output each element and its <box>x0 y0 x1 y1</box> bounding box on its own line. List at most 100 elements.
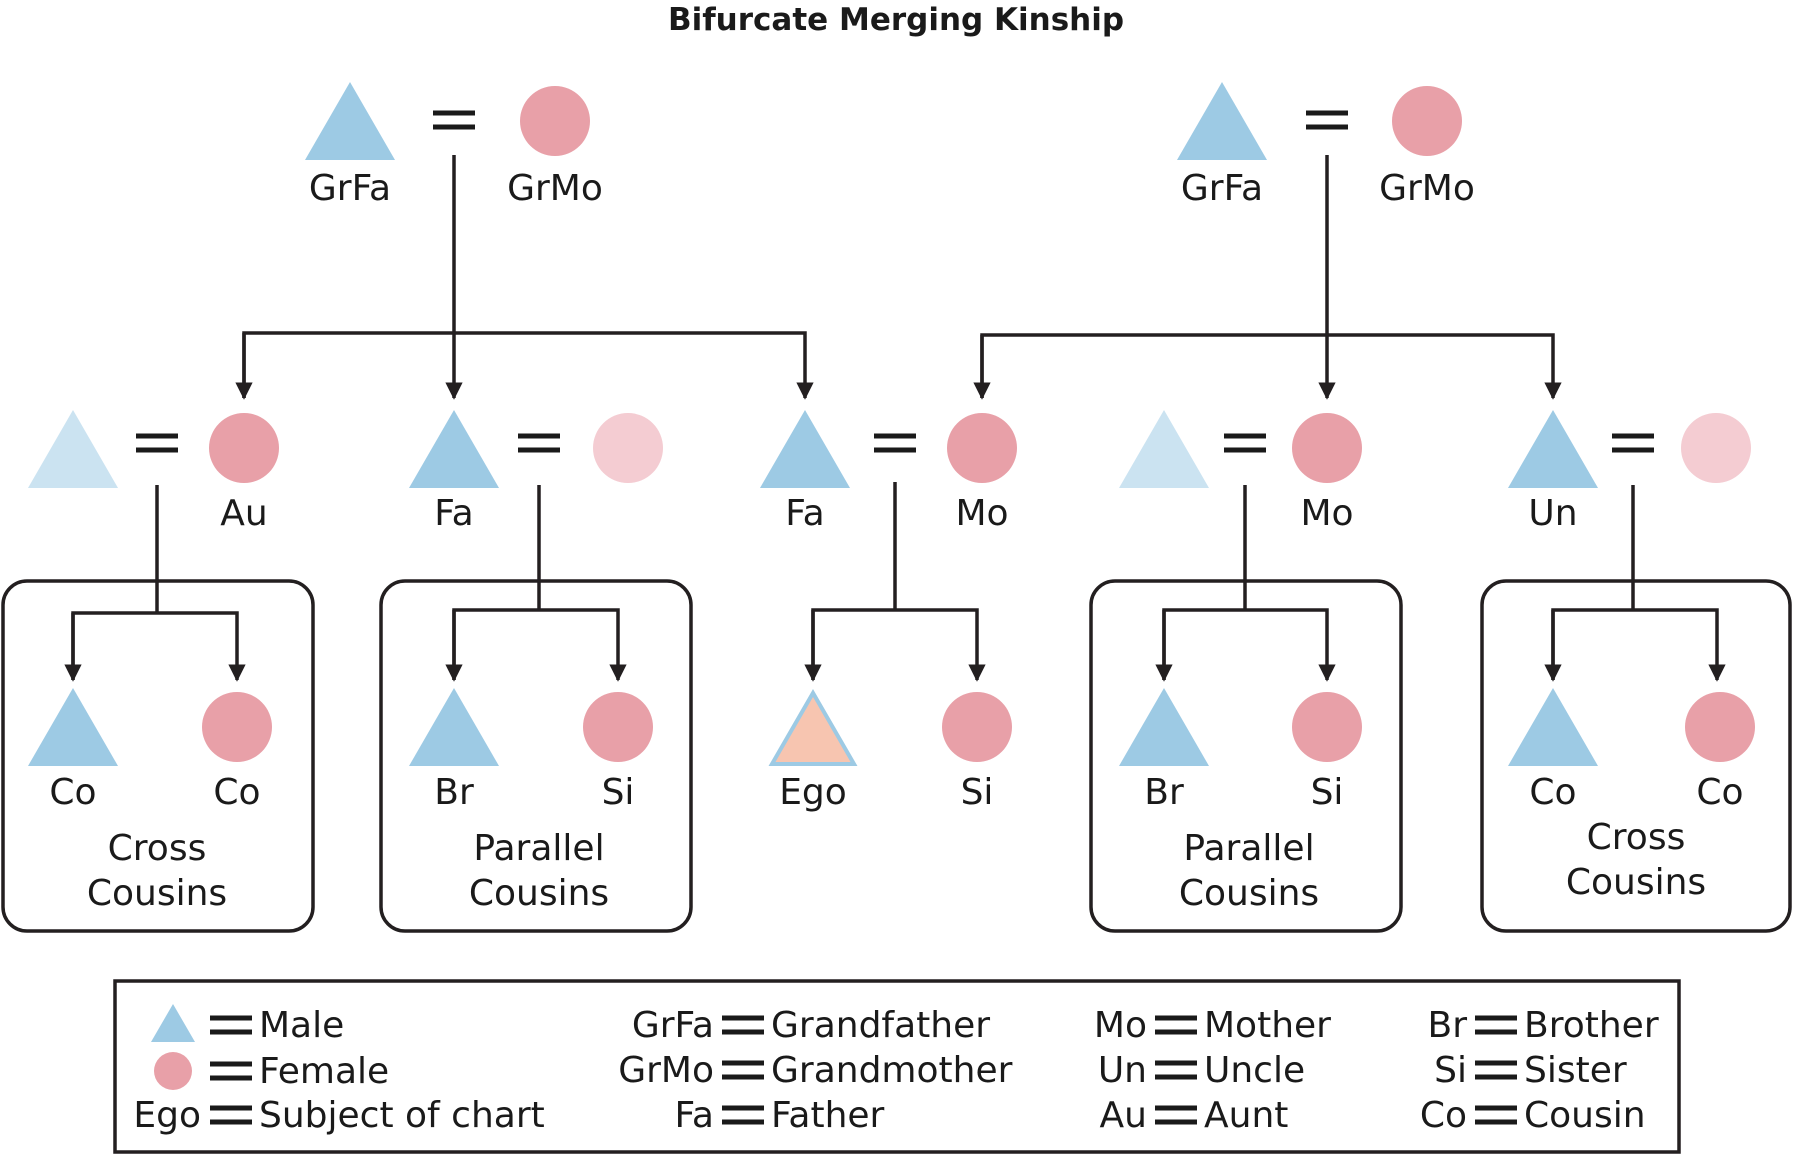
mother-icon <box>947 413 1017 483</box>
brother-label: Br <box>434 772 474 813</box>
mother-label: Mo <box>955 493 1008 534</box>
equals-sign <box>722 1108 764 1122</box>
equals-sign <box>1475 1108 1517 1122</box>
cousin-label: Co <box>1529 772 1576 813</box>
marriage-symbol <box>433 113 475 127</box>
mother-icon <box>1292 413 1362 483</box>
grandmother-icon <box>1392 86 1462 156</box>
marriage-symbol <box>874 436 916 450</box>
legend-key: Si <box>1434 1050 1467 1091</box>
father-icon <box>760 410 850 488</box>
inlaw-male-icon <box>1119 410 1209 488</box>
uncle-icon <box>1508 410 1598 488</box>
grandparents-left: GrFa GrMo <box>305 82 603 209</box>
equals-sign <box>210 1018 252 1032</box>
grandfather-icon <box>305 82 395 160</box>
aunt-label: Au <box>220 493 267 534</box>
brother-label: Br <box>1144 772 1184 813</box>
uncle-label: Un <box>1528 493 1577 534</box>
marriage-symbol <box>518 436 560 450</box>
equals-sign <box>722 1063 764 1077</box>
brother-icon <box>1119 688 1209 766</box>
legend-meaning: Father <box>771 1095 885 1136</box>
legend-key: Au <box>1100 1095 1147 1136</box>
legend-meaning: Uncle <box>1204 1050 1305 1091</box>
sister-icon <box>942 692 1012 762</box>
group-box <box>1089 579 1403 933</box>
sister-icon <box>583 692 653 762</box>
group-caption: Cousins <box>1179 873 1319 914</box>
legend-meaning: Subject of chart <box>259 1095 545 1136</box>
inlaw-male-icon <box>28 410 118 488</box>
cousin-male-icon <box>1508 688 1598 766</box>
equals-sign <box>210 1108 252 1122</box>
group-parallel-cousins-right: Br Si Parallel Cousins <box>1089 579 1403 933</box>
equals-sign <box>1155 1018 1197 1032</box>
legend-key: Un <box>1098 1050 1147 1091</box>
diagram-title: Bifurcate Merging Kinship <box>668 2 1124 38</box>
equals-sign <box>210 1064 252 1078</box>
legend-meaning: Cousin <box>1524 1095 1646 1136</box>
group-box <box>1480 579 1792 933</box>
ego-family: Ego Si <box>768 689 1012 813</box>
cousin-female-icon <box>1685 692 1755 762</box>
grandmother-label: GrMo <box>507 168 603 209</box>
couple-aunt: Au <box>28 410 279 534</box>
equals-sign <box>722 1018 764 1032</box>
ego-label: Ego <box>779 772 847 813</box>
grandfather-label: GrFa <box>309 168 391 209</box>
inlaw-female-icon <box>593 413 663 483</box>
legend-meaning: Grandmother <box>771 1050 1013 1091</box>
legend-meaning: Mother <box>1204 1005 1331 1046</box>
marriage-symbol <box>1306 113 1348 127</box>
ego-icon <box>768 689 858 766</box>
group-caption: Cousins <box>87 873 227 914</box>
legend-key: Ego <box>133 1095 201 1136</box>
equals-sign <box>1155 1108 1197 1122</box>
grandmother-icon <box>520 86 590 156</box>
group-caption: Parallel <box>1183 828 1314 869</box>
group-caption: Parallel <box>473 828 604 869</box>
father-label: Fa <box>434 493 473 534</box>
group-box <box>1 579 315 933</box>
equals-sign <box>1475 1063 1517 1077</box>
equals-sign <box>1475 1018 1517 1032</box>
grandparents-right: GrFa GrMo <box>1177 82 1475 209</box>
legend-key: GrMo <box>618 1050 714 1091</box>
grandmother-label: GrMo <box>1379 168 1475 209</box>
legend-key: Fa <box>675 1095 714 1136</box>
descent-lines-bottom <box>64 482 1726 682</box>
aunt-icon <box>209 413 279 483</box>
descent-lines-top <box>235 155 1562 400</box>
legend-meaning: Aunt <box>1204 1095 1288 1136</box>
mother-label: Mo <box>1300 493 1353 534</box>
sister-icon <box>1292 692 1362 762</box>
legend-key: GrFa <box>632 1005 714 1046</box>
father-icon <box>409 410 499 488</box>
sister-label: Si <box>961 772 994 813</box>
brother-icon <box>409 688 499 766</box>
marriage-symbol <box>1612 436 1654 450</box>
group-parallel-cousins-left: Br Si Parallel Cousins <box>379 579 693 933</box>
sister-label: Si <box>602 772 635 813</box>
inlaw-female-icon <box>1681 413 1751 483</box>
couple-father-sibling: Fa <box>409 410 663 534</box>
group-caption: Cousins <box>1566 862 1706 903</box>
group-cross-cousins-left: Co Co Cross Cousins <box>1 579 315 933</box>
cousin-label: Co <box>1696 772 1743 813</box>
couple-uncle: Un <box>1508 410 1751 534</box>
legend-key: Mo <box>1094 1005 1147 1046</box>
legend-meaning: Sister <box>1524 1050 1627 1091</box>
couple-ego-parents: Fa Mo <box>760 410 1017 534</box>
cousin-label: Co <box>213 772 260 813</box>
circle-icon <box>154 1052 192 1090</box>
grandfather-label: GrFa <box>1181 168 1263 209</box>
group-caption: Cross <box>1587 817 1686 858</box>
group-box <box>379 579 693 933</box>
couple-mother-sibling: Mo <box>1119 410 1362 534</box>
equals-sign <box>1155 1063 1197 1077</box>
group-caption: Cross <box>108 828 207 869</box>
triangle-icon <box>151 1004 195 1042</box>
cousin-male-icon <box>28 688 118 766</box>
